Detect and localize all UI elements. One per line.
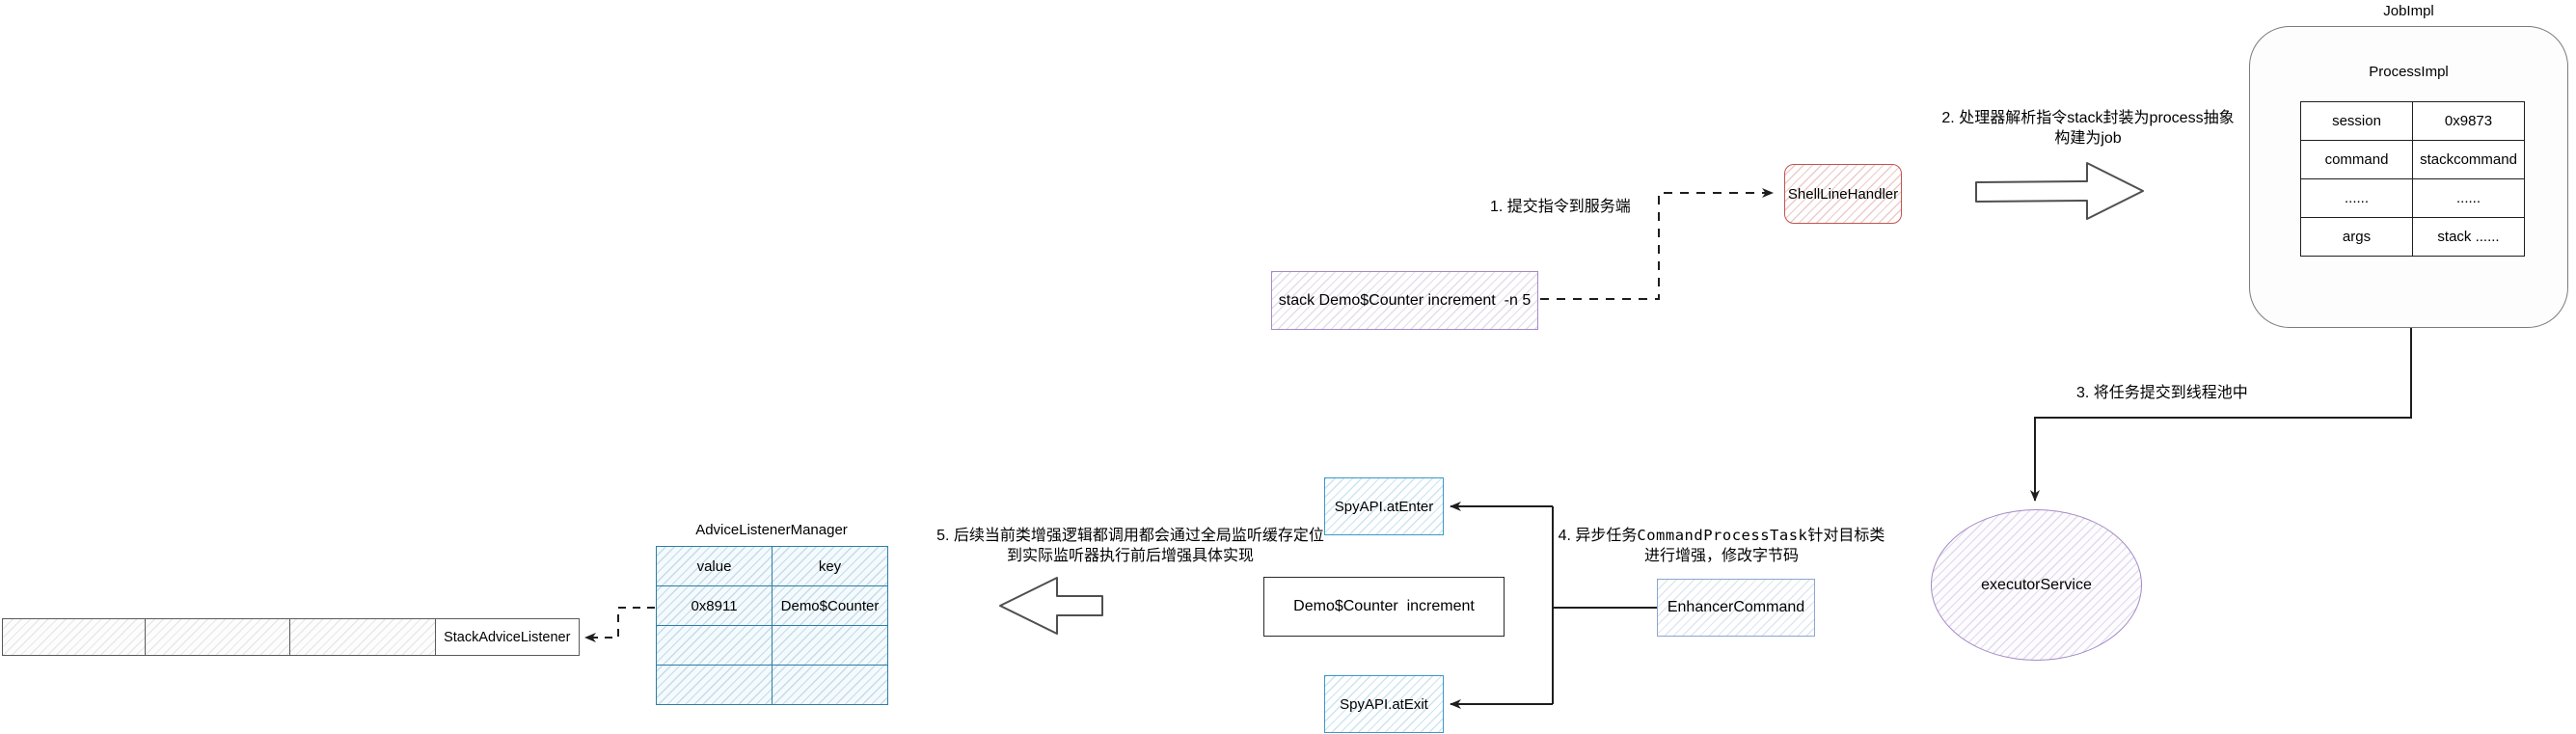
node-label: stack Demo$Counter increment -n 5: [1278, 291, 1532, 309]
listener-strip: StackAdviceListener: [2, 618, 580, 656]
table-cell: [656, 665, 773, 705]
listener-strip-cell: [3, 619, 146, 655]
node-enhancer-command: EnhancerCommand: [1657, 579, 1815, 637]
advice-manager-table: value key 0x8911 Demo$Counter: [656, 546, 888, 705]
node-label: Demo$Counter increment: [1293, 598, 1475, 614]
table-cell: [656, 625, 773, 666]
table-cell: Demo$Counter: [772, 585, 888, 626]
node-label: SpyAPI.atExit: [1340, 695, 1428, 713]
annotation-step4-suffix: 针对目标类: [1807, 528, 1885, 544]
table-header-cell: value: [656, 546, 773, 586]
table-row: [656, 665, 888, 705]
table-cell: command: [2300, 140, 2413, 179]
table-row: args stack ......: [2300, 217, 2525, 257]
table-cell: 0x8911: [656, 585, 773, 626]
listener-strip-cell: [146, 619, 290, 655]
annotation-step2: 2. 处理器解析指令stack封装为process抽象 构建为job: [1929, 108, 2247, 149]
table-row: [656, 625, 888, 666]
node-spy-at-enter: SpyAPI.atEnter: [1324, 477, 1444, 535]
advice-manager-table-wrap: value key 0x8911 Demo$Counter: [656, 546, 888, 705]
annotation-step5-line1: 5. 后续当前类增强逻辑都调用都会通过全局监听缓存定位: [936, 528, 1324, 544]
annotation-step2-line2: 构建为job: [2054, 130, 2122, 147]
block-arrow-right-icon: [1975, 162, 2144, 220]
table-row: session 0x9873: [2300, 101, 2525, 141]
node-label: ShellLineHandler: [1787, 185, 1899, 203]
table-cell: [772, 665, 888, 705]
node-label: EnhancerCommand: [1667, 599, 1805, 615]
node-stack-command: stack Demo$Counter increment -n 5: [1271, 271, 1538, 330]
annotation-step4-mono: CommandProcessTask: [1637, 527, 1808, 544]
annotation-step4: 4. 异步任务CommandProcessTask针对目标类 进行增强，修改字节…: [1558, 526, 1885, 566]
table-cell: args: [2300, 217, 2413, 257]
processimpl-table: session 0x9873 command stackcommand ....…: [2300, 101, 2525, 257]
annotation-step4-line1: 4. 异步任务CommandProcessTask针对目标类: [1558, 526, 1885, 546]
table-row: 0x8911 Demo$Counter: [656, 585, 888, 626]
table-cell: 0x9873: [2412, 101, 2525, 141]
advice-manager-title: AdviceListenerManager: [695, 522, 848, 538]
table-cell: session: [2300, 101, 2413, 141]
processimpl-title: ProcessImpl: [2369, 64, 2449, 80]
table-cell: stackcommand: [2412, 140, 2525, 179]
node-label: executorService: [1981, 576, 2092, 593]
table-cell: ......: [2300, 178, 2413, 218]
annotation-step5: 5. 后续当前类增强逻辑都调用都会通过全局监听缓存定位 到实际监听器执行前后增强…: [928, 526, 1333, 566]
node-label: SpyAPI.atEnter: [1334, 498, 1434, 515]
annotation-step5-line2: 到实际监听器执行前后增强具体实现: [1006, 548, 1254, 564]
processimpl-table-wrap: session 0x9873 command stackcommand ....…: [2300, 101, 2525, 257]
table-cell: [772, 625, 888, 666]
annotation-step4-line2: 进行增强，修改字节码: [1643, 548, 1799, 564]
listener-strip-cell: [290, 619, 436, 655]
node-spy-at-exit: SpyAPI.atExit: [1324, 675, 1444, 733]
arrow-manager-to-listener: [584, 607, 655, 642]
table-row: command stackcommand: [2300, 140, 2525, 179]
table-cell: ......: [2412, 178, 2525, 218]
table-header-cell: key: [772, 546, 888, 586]
node-executor-service: executorService: [1931, 509, 2142, 661]
jobimpl-title: JobImpl: [2383, 3, 2434, 19]
arrow-jobimpl-to-executor: [2030, 328, 2412, 502]
listener-strip-cell-stack-advice-listener: StackAdviceListener: [435, 619, 579, 655]
annotation-step4-prefix: 4. 异步任务: [1558, 528, 1638, 544]
block-arrow-left-icon: [999, 577, 1103, 635]
annotation-step2-line1: 2. 处理器解析指令stack封装为process抽象: [1941, 110, 2235, 126]
node-demo-counter-increment: Demo$Counter increment: [1263, 577, 1505, 637]
node-shell-line-handler: ShellLineHandler: [1784, 164, 1902, 224]
table-cell: stack ......: [2412, 217, 2525, 257]
annotation-step3: 3. 将任务提交到线程池中: [2076, 385, 2248, 401]
table-header-row: value key: [656, 546, 888, 586]
annotation-step1: 1. 提交指令到服务端: [1490, 199, 1631, 215]
table-row: ...... ......: [2300, 178, 2525, 218]
